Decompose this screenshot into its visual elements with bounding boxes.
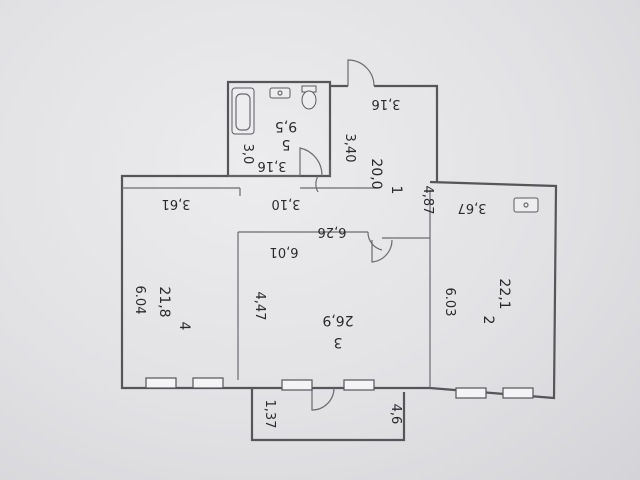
bathtub-icon (231, 87, 255, 135)
room-2-side-label: 6.03 (442, 288, 457, 317)
room-2-number: 2 (480, 316, 496, 325)
room-1-number: 1 (388, 186, 404, 195)
hall-width-label: 3,10 (272, 196, 301, 211)
room-3-top-label: 6,01 (270, 244, 299, 259)
hall-length-label: 6,26 (318, 224, 347, 239)
room-3-number: 3 (334, 334, 343, 350)
room-4-top-label: 3,61 (162, 196, 191, 211)
kitchen-sink-icon (513, 197, 539, 213)
windows (145, 377, 534, 399)
room-3-area: 26,9 (322, 312, 353, 328)
room-5-area: 9,5 (275, 118, 297, 134)
room-4-area: 21,8 (156, 286, 172, 317)
room-1-top-label: 3,16 (372, 96, 401, 111)
doors (239, 59, 393, 411)
bath-height-label: 3,0 (240, 144, 255, 165)
room-1-left-label: 3,40 (342, 134, 357, 163)
outer-walls (120, 80, 558, 442)
labels: 9,5 5 3,16 3,0 3,16 3,40 20,0 1 4,87 3,1… (132, 96, 512, 428)
room-3-left-label: 4,47 (252, 292, 267, 321)
room-2-top-label: 3,67 (458, 200, 487, 215)
room-1-right-label: 4,87 (420, 186, 435, 215)
bath-width-label: 3,16 (258, 158, 287, 173)
sink-icon (269, 87, 291, 99)
interior-walls (122, 160, 431, 388)
room-2-area: 22,1 (496, 278, 512, 309)
room-4-number: 4 (176, 322, 192, 331)
room-4-side-label: 6.04 (132, 286, 147, 315)
balcony-width-label: 4,6 (388, 404, 403, 425)
balcony-depth-label: 1,37 (262, 400, 277, 429)
room-1-area: 20,0 (368, 158, 384, 189)
toilet-icon (301, 85, 317, 110)
room-5-number: 5 (282, 136, 291, 152)
